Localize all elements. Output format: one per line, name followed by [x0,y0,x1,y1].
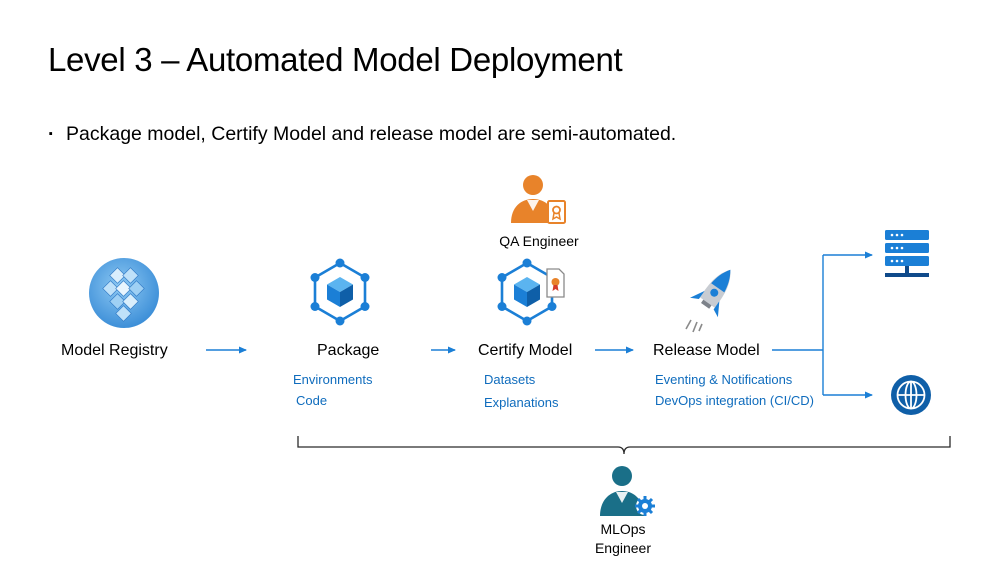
package-icon [305,257,375,327]
mlops-engineer-label: MLOps Engineer [570,520,676,558]
certify-detail-datasets: Datasets [484,372,536,387]
release-detail-devops: DevOps integration (CI/CD) [655,393,814,408]
mlops-label-line2: Engineer [594,540,652,556]
certify-model-icon [497,257,567,327]
qa-engineer-label: QA Engineer [499,233,579,249]
model-registry-icon [88,257,160,329]
rocket-icon [683,262,741,334]
model-registry-label: Model Registry [61,342,168,359]
bullet-dot: · [48,123,55,145]
mlops-bracket [297,436,951,455]
bullet-point: · Package model, Certify Model and releas… [48,121,676,147]
mlops-label-line1: MLOps [600,521,646,537]
globe-icon [889,373,933,417]
qa-engineer-icon [505,173,567,227]
bullet-text: Package model, Certify Model and release… [66,123,677,145]
package-detail-code: Code [296,393,328,408]
package-label: Package [317,342,380,359]
server-icon [882,228,932,282]
certify-model-label: Certify Model [478,342,573,359]
package-detail-environments: Environments [293,372,373,387]
release-branch-connector [772,251,873,399]
mlops-engineer-icon [597,464,661,520]
slide-title: Level 3 – Automated Model Deployment [48,41,623,78]
release-model-label: Release Model [653,342,760,359]
release-detail-eventing: Eventing & Notifications [655,372,793,387]
certify-detail-explanations: Explanations [484,395,559,410]
